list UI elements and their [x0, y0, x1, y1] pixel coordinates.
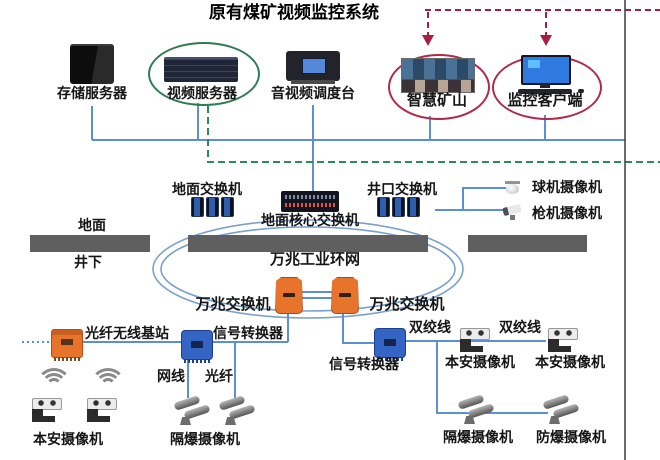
safe-camera-icon: [30, 398, 62, 424]
monitor-stand: [540, 83, 550, 88]
av-console-icon: [286, 51, 340, 84]
wire-dome-camera: [462, 187, 506, 210]
video-server-icon: [164, 57, 238, 82]
underground-label: 井下: [74, 254, 102, 270]
flameproof-camera-br-label: 隔爆摄像机: [443, 429, 513, 445]
ring-switch-left-label: 万兆交换机: [195, 296, 271, 313]
console-screen: [302, 58, 326, 74]
switch-unit: [206, 197, 219, 217]
red-arrowhead-1: [422, 35, 434, 46]
switch-slot: [339, 293, 351, 297]
wellhead-switch-icon: [377, 197, 420, 217]
converter-pins: [184, 359, 210, 363]
signal-converter-left-label: 信号转换器: [213, 325, 283, 341]
av-console-label: 音视频调度台: [271, 85, 355, 101]
red-ellipse-smart-mine: [388, 54, 490, 120]
ground-switch-icon: [191, 197, 234, 217]
wifi-waves-icon: [34, 366, 70, 388]
dome-camera-dome: [506, 184, 519, 194]
explosionproof-camera-label: 防爆摄像机: [536, 429, 606, 445]
switch-unit: [191, 197, 204, 217]
safe-camera-r1-label: 本安摄像机: [445, 354, 515, 370]
monitor-logo: [528, 60, 540, 68]
net-cable-label: 网线: [157, 368, 185, 384]
ring-network-label: 万兆工业环网: [269, 251, 361, 268]
red-arrowhead-2: [540, 35, 552, 46]
signal-converter-right-icon: [374, 328, 406, 361]
mouse-icon: [578, 89, 584, 93]
control-room-desk: [402, 80, 474, 92]
converter-pins: [377, 357, 403, 361]
twisted-pair-label-2: 双绞线: [499, 319, 541, 335]
client-monitor-icon: [521, 55, 571, 85]
safe-camera-icon: [85, 398, 117, 424]
green-ellipse-video-server: [148, 42, 260, 106]
console-base: [291, 80, 335, 84]
ring-switch-right-label: 万兆交换机: [369, 296, 445, 313]
bullet-camera-mount: [510, 215, 515, 220]
switch-slot: [283, 293, 295, 297]
ring-switch-left-icon: [275, 277, 303, 314]
safe-camera-icon: [458, 328, 490, 354]
video-server-label: 视频服务器: [167, 85, 237, 101]
signal-converter-right-label: 信号转换器: [329, 356, 399, 372]
bullet-camera-label: 枪机摄像机: [532, 205, 602, 221]
flameproof-camera-bl-label: 隔爆摄像机: [170, 431, 240, 447]
switch-unit: [392, 197, 405, 217]
converter-slot: [191, 341, 203, 348]
safe-camera-r2-label: 本安摄像机: [535, 354, 605, 370]
fiber-label: 光纤: [205, 368, 233, 384]
safe-camera-bl-label: 本安摄像机: [33, 431, 103, 447]
base-station-pins: [54, 357, 80, 361]
flameproof-camera-icon: [173, 395, 212, 426]
switch-unit: [377, 197, 390, 217]
wire-to-flameproof: [436, 341, 548, 414]
wellhead-switch-label: 井口交换机: [367, 181, 437, 197]
core-switch-ports: [285, 195, 335, 199]
storage-server-icon: [70, 44, 114, 84]
fiber-wireless-base-icon: [51, 329, 83, 361]
wire-right-10g-to-converter: [342, 312, 374, 344]
flameproof-camera-icon: [457, 394, 496, 425]
surface-label: 地面: [78, 217, 106, 233]
base-station-screen: [61, 339, 73, 345]
wifi-waves-icon: [88, 366, 124, 388]
page-title: 原有煤矿视频监控系统: [209, 3, 379, 22]
dome-camera-icon: [505, 181, 521, 195]
ring-ellipse-inner: [160, 226, 456, 312]
dome-camera-mount: [505, 181, 520, 184]
converter-slot: [384, 339, 396, 346]
flameproof-camera-icon: [218, 395, 257, 426]
bullet-camera-icon: [502, 203, 525, 222]
divider-bar-left: [30, 235, 150, 252]
core-switch-icon: [281, 191, 339, 212]
safe-camera-icon: [546, 328, 578, 354]
smart-mine-label: 智慧矿山: [406, 92, 468, 109]
ring-switch-right-icon: [331, 277, 359, 314]
control-room-screens: [402, 59, 474, 79]
switch-unit: [221, 197, 234, 217]
ground-switch-label: 地面交换机: [172, 181, 242, 197]
wire-green-dashed: [207, 106, 660, 163]
smart-mine-photo-icon: [401, 58, 475, 93]
keyboard-icon: [518, 89, 572, 94]
twisted-pair-label-1: 双绞线: [409, 319, 451, 335]
signal-converter-left-icon: [181, 330, 213, 363]
storage-server-label: 存储服务器: [57, 85, 127, 101]
switch-unit: [407, 197, 420, 217]
divider-bar-right: [468, 235, 587, 252]
fiber-wireless-base-label: 光纤无线基站: [85, 325, 169, 341]
core-switch-label: 地面核心交换机: [261, 212, 359, 228]
ring-ellipse-outer: [152, 219, 464, 319]
monitor-client-label: 监控客户端: [507, 92, 583, 109]
explosionproof-camera-icon: [542, 394, 581, 425]
divider-bar-middle: [188, 235, 428, 252]
core-switch-leds: [285, 203, 335, 207]
base-station-stripe: [52, 330, 82, 335]
dome-camera-label: 球机摄像机: [532, 179, 602, 195]
